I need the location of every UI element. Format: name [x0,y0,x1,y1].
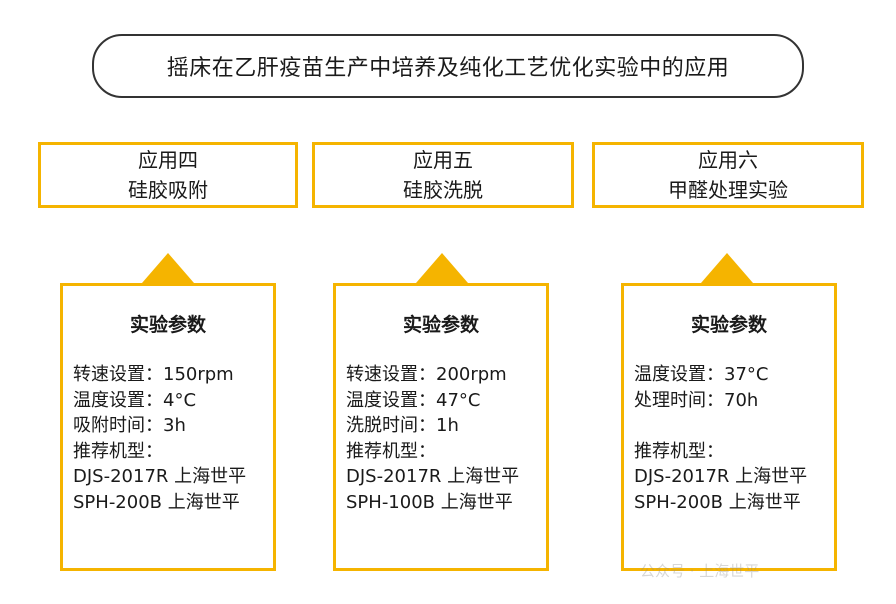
application-5-params: 实验参数 转速设置：200rpm 温度设置：47°C 洗脱时间：1h 推荐机型：… [333,283,549,571]
application-5-header: 应用五 硅胶洗脱 [312,142,574,208]
param-line: SPH-200B 上海世平 [634,491,801,513]
application-6-header: 应用六 甲醛处理实验 [592,142,864,208]
param-line: 温度设置：47°C [346,389,481,411]
application-6-name: 应用六 [698,148,758,172]
application-6-subtitle: 甲醛处理实验 [668,178,788,202]
params-title: 实验参数 [690,314,767,336]
application-4-subtitle: 硅胶吸附 [128,178,208,202]
param-line: 推荐机型： [73,440,163,462]
diagram-title: 摇床在乙肝疫苗生产中培养及纯化工艺优化实验中的应用 [92,34,804,98]
application-6-arrow [701,253,753,283]
param-line: 洗脱时间：1h [346,415,459,436]
param-line: 处理时间：70h [634,389,759,411]
param-line: SPH-100B 上海世平 [346,491,513,513]
param-line: DJS-2017R 上海世平 [634,466,808,487]
application-5-subtitle: 硅胶洗脱 [403,178,483,202]
param-line-blank [634,413,834,439]
param-line: 吸附时间：3h [73,415,186,436]
param-line: 温度设置：37°C [634,364,769,385]
param-line: DJS-2017R 上海世平 [346,466,520,487]
param-line: SPH-200B 上海世平 [73,491,240,513]
application-4-params: 实验参数 转速设置：150rpm 温度设置：4°C 吸附时间：3h 推荐机型： … [60,283,276,571]
params-title: 实验参数 [402,314,479,336]
params-title: 实验参数 [129,314,206,336]
param-line: 转速设置：150rpm [73,364,234,385]
param-line: 推荐机型： [346,440,436,462]
application-5-arrow [416,253,468,283]
application-4-arrow [142,253,194,283]
param-line: 推荐机型： [634,440,724,462]
param-line: 温度设置：4°C [73,389,197,411]
application-4-name: 应用四 [138,148,198,172]
application-5-name: 应用五 [413,148,473,172]
watermark: 公众号 · 上海世平 [640,562,760,580]
application-4-header: 应用四 硅胶吸附 [38,142,298,208]
param-line: DJS-2017R 上海世平 [73,466,247,487]
application-6-params: 实验参数 温度设置：37°C 处理时间：70h 推荐机型： DJS-2017R … [621,283,837,571]
diagram-title-text: 摇床在乙肝疫苗生产中培养及纯化工艺优化实验中的应用 [166,56,730,81]
param-line: 转速设置：200rpm [346,364,507,385]
